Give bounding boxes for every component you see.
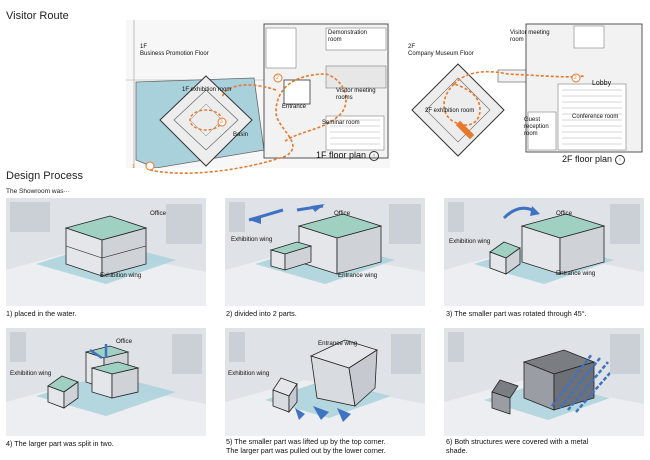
- floor1-seminar-room: Seminar room: [322, 120, 360, 126]
- step-4-caption: 4) The larger part was split in two.: [6, 439, 114, 448]
- floor-plan-1f-drawing: [126, 20, 390, 182]
- step-2-illustration: [225, 198, 425, 306]
- floor2-exhibition-room: 2F exhibition room: [425, 108, 475, 114]
- route-marker-2: 2: [276, 75, 279, 81]
- step-3-caption: 3) The smaller part was rotated through …: [446, 309, 587, 318]
- step-4-illustration: [6, 328, 206, 436]
- floor-plan-2f: 2: [408, 20, 644, 170]
- north-arrow-icon: ↑: [369, 150, 380, 161]
- design-process-intro: The Showroom was···: [6, 188, 70, 195]
- step-6-caption-line2: shade.: [446, 446, 468, 455]
- step-2-entrance-label: Entrance wing: [338, 272, 378, 279]
- step-4-exhibition-label: Exhibition wing: [10, 370, 52, 377]
- step-2-exhibition-label: Exhibition wing: [231, 236, 273, 243]
- step-5-exhibition-label: Exhibition wing: [228, 370, 270, 377]
- step-3-entrance-label: Entrance wing: [556, 270, 596, 277]
- floor1-plan-title: 1F floor plan↑: [316, 150, 380, 161]
- floor1-exhibition-room: 1F exhibition room: [182, 87, 232, 93]
- step-1-caption: 1) placed in the water.: [6, 309, 77, 318]
- route-marker-1: 1: [132, 164, 135, 170]
- floor1-entrance: Entrance: [282, 104, 307, 110]
- step-6-caption: 6) Both structures were covered with a m…: [446, 437, 589, 446]
- floor1-basin: Basin: [233, 132, 249, 138]
- floor-plan-2f-drawing: [408, 20, 644, 170]
- floor2-plan-title: 2F floor plan↑: [562, 154, 626, 165]
- route-marker-2f: 2: [574, 75, 577, 81]
- route-marker-3: 3: [220, 119, 223, 125]
- step-3-office-label: Office: [556, 210, 573, 217]
- step-5-illustration: [225, 328, 425, 436]
- north-arrow-icon: ↑: [615, 154, 626, 165]
- step-6-illustration: [444, 328, 644, 436]
- floor2-label-line2: Company Museum Floor: [408, 51, 474, 57]
- floor-plan-1f: 1 2 3: [126, 20, 390, 182]
- floor1-label-line1: 1F: [140, 44, 148, 50]
- step-4-office-label: Office: [116, 338, 133, 345]
- step-1-exhibition-label: Exhibition wing: [100, 272, 142, 279]
- step-5-entrance-label: Entrance wing: [318, 340, 358, 347]
- floor1-label-line2: Business Promotion Floor: [140, 51, 209, 57]
- floor2-lobby: Lobby: [592, 80, 612, 87]
- floor2-guest-reception-room: Guest reception room: [524, 117, 549, 137]
- step-5-caption: 5) The smaller part was lifted up by the…: [226, 437, 386, 446]
- step-3-exhibition-label: Exhibition wing: [449, 238, 491, 245]
- floor1-demonstration-room: Demonstration room: [328, 30, 368, 43]
- floor2-conference-room: Conference room: [572, 114, 619, 120]
- step-1-illustration: [6, 198, 206, 306]
- step-3-illustration: [444, 198, 644, 306]
- step-5-caption-line2: The larger part was pulled out by the lo…: [226, 446, 386, 455]
- floor1-visitor-meeting-rooms: Visitor meeting rooms: [336, 88, 376, 101]
- floor2-visitor-meeting-room: Visitor meeting room: [510, 30, 550, 43]
- design-process-title: Design Process: [6, 170, 84, 182]
- visitor-route-title: Visitor Route: [6, 10, 69, 22]
- floor2-label-line1: 2F: [408, 44, 416, 50]
- step-2-caption: 2) divided into 2 parts.: [226, 309, 297, 318]
- step-2-office-label: Office: [334, 210, 351, 217]
- step-1-office-label: Office: [150, 210, 167, 217]
